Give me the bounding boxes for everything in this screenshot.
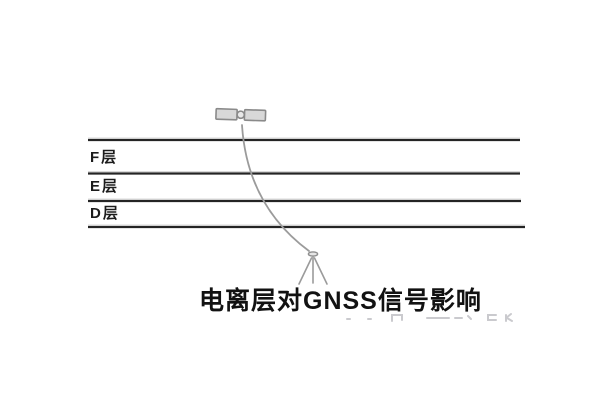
tripod-left-leg [298,257,313,285]
satellite-solar-panel-left [215,107,238,121]
watermark-fragments [346,313,513,322]
gnss-receiver-tripod-icon [298,251,328,285]
satellite-body [236,110,246,120]
signal-path-curve [241,124,310,252]
layer-label-e: E层 [90,178,120,195]
diagram-title: 电离层对GNSS信号影响 [199,287,482,315]
layer-label-d: D层 [90,205,120,222]
line-ghosting [88,137,525,226]
layer-label-f: F层 [90,149,119,166]
satellite-icon [215,107,267,122]
satellite-solar-panel-right [243,108,267,122]
layer-boundary-lines [88,138,525,229]
tripod-right-leg [313,257,328,285]
receiver-antenna-head [307,251,319,257]
